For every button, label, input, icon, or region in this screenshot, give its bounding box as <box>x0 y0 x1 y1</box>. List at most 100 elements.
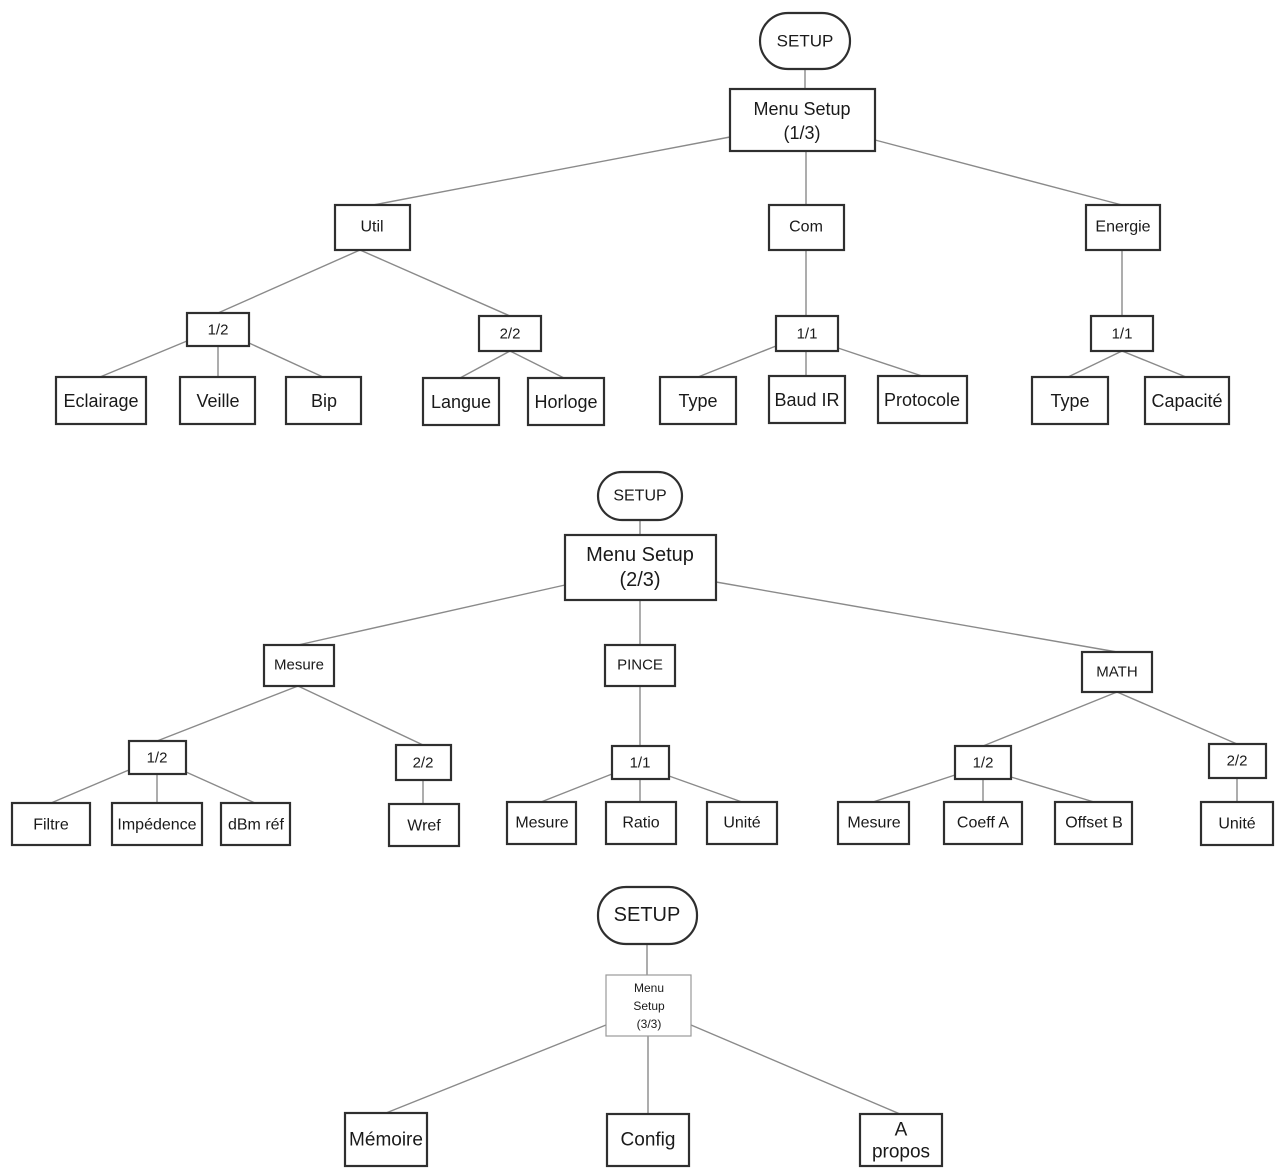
math-page-1-node: 1/2 <box>953 744 1013 781</box>
eclairage-label: Eclairage <box>63 391 138 411</box>
capacite-node: Capacité <box>1143 375 1231 426</box>
start-node-2-label: SETUP <box>613 488 666 505</box>
start-node: SETUP <box>758 11 852 71</box>
energie-node: Energie <box>1084 203 1162 252</box>
veille-label: Veille <box>196 391 239 411</box>
horloge-node: Horloge <box>526 376 606 427</box>
com-page-node: 1/1 <box>774 314 840 353</box>
mesure-label: Mesure <box>274 657 324 674</box>
menu-setup-3-label-line2: Setup <box>633 999 665 1013</box>
diagram-menu-setup-3: SETUP Menu Setup (3/3) Mémoire Config A … <box>343 885 944 1168</box>
memoire-node: Mémoire <box>343 1111 429 1168</box>
mesure-page-2-node: 2/2 <box>394 743 453 782</box>
math-page-2-label: 2/2 <box>1227 753 1248 770</box>
filtre-label: Filtre <box>33 817 69 834</box>
diagram-menu-setup-2: SETUP Menu Setup (2/3) Mesure PINCE MATH… <box>10 470 1275 848</box>
energie-page-node: 1/1 <box>1089 314 1155 353</box>
menu-setup-3-page: (3/3) <box>637 1017 662 1031</box>
protocole-label: Protocole <box>884 390 960 410</box>
config-node: Config <box>605 1112 691 1168</box>
com-page-label: 1/1 <box>797 326 818 343</box>
util-label: Util <box>360 219 383 236</box>
wref-node: Wref <box>387 802 461 848</box>
ratio-node: Ratio <box>604 800 678 846</box>
apropos-label-line1: A <box>895 1120 908 1141</box>
pince-page-label: 1/1 <box>630 755 651 772</box>
math-mesure-label: Mesure <box>847 815 900 832</box>
pince-mesure-node: Mesure <box>505 800 578 846</box>
math-page-2-node: 2/2 <box>1207 742 1268 780</box>
connectors-1 <box>99 70 1187 379</box>
energie-label: Energie <box>1095 219 1150 236</box>
com-node: Com <box>767 203 846 252</box>
start-node-2: SETUP <box>596 470 684 522</box>
menu-setup-3-label-line1: Menu <box>634 981 664 995</box>
wref-label: Wref <box>407 818 441 835</box>
apropos-label-line2: propos <box>872 1142 930 1163</box>
menu-setup-node: Menu Setup (1/3) <box>728 87 877 153</box>
connectors-2 <box>50 520 1238 804</box>
dbm-ref-node: dBm réf <box>219 801 292 847</box>
coeff-a-label: Coeff A <box>957 815 1010 832</box>
menu-setup-page: (1/3) <box>783 123 820 143</box>
dbm-ref-label: dBm réf <box>228 817 285 834</box>
util-page-1-node: 1/2 <box>185 311 251 348</box>
veille-node: Veille <box>178 375 257 426</box>
math-mesure-node: Mesure <box>836 800 911 846</box>
start-node-3: SETUP <box>596 885 699 946</box>
apropos-node: A propos <box>858 1112 944 1168</box>
menu-setup-2-page: (2/3) <box>619 569 660 591</box>
menu-setup-3-node: Menu Setup (3/3) <box>605 974 692 1037</box>
coeff-a-node: Coeff A <box>942 800 1024 846</box>
impedence-label: Impédence <box>117 817 196 834</box>
math-node: MATH <box>1080 650 1154 694</box>
bip-label: Bip <box>311 391 337 411</box>
energie-page-label: 1/1 <box>1112 326 1133 343</box>
langue-node: Langue <box>421 376 501 427</box>
baud-ir-node: Baud IR <box>767 374 847 425</box>
config-label: Config <box>621 1130 676 1151</box>
offset-b-node: Offset B <box>1053 800 1134 846</box>
offset-b-label: Offset B <box>1065 815 1123 832</box>
pince-node: PINCE <box>603 643 677 688</box>
mesure-node: Mesure <box>262 643 336 688</box>
start-node-label: SETUP <box>777 32 834 51</box>
mesure-page-1-node: 1/2 <box>127 739 188 776</box>
math-label: MATH <box>1096 664 1137 681</box>
horloge-label: Horloge <box>534 392 597 412</box>
ratio-label: Ratio <box>622 815 659 832</box>
util-page-1-label: 1/2 <box>208 322 229 339</box>
pince-label: PINCE <box>617 657 663 674</box>
energie-type-node: Type <box>1030 375 1110 426</box>
util-node: Util <box>333 203 412 252</box>
impedence-node: Impédence <box>110 801 204 847</box>
com-type-label: Type <box>678 391 717 411</box>
capacite-label: Capacité <box>1151 391 1222 411</box>
connectors-3 <box>385 944 901 1115</box>
pince-page-node: 1/1 <box>610 744 671 781</box>
protocole-node: Protocole <box>876 374 969 425</box>
math-unite-label: Unité <box>1218 816 1255 833</box>
mesure-page-1-label: 1/2 <box>147 750 168 767</box>
pince-unite-node: Unité <box>705 800 779 846</box>
memoire-label: Mémoire <box>349 1130 423 1151</box>
mesure-page-2-label: 2/2 <box>413 755 434 772</box>
com-label: Com <box>789 219 823 236</box>
start-node-3-label: SETUP <box>614 904 681 926</box>
util-page-2-label: 2/2 <box>500 326 521 343</box>
math-unite-node: Unité <box>1199 800 1275 847</box>
menu-setup-2-node: Menu Setup (2/3) <box>563 533 718 602</box>
diagram-menu-setup-1: SETUP Menu Setup (1/3) Util Com Energie … <box>54 11 1231 427</box>
eclairage-node: Eclairage <box>54 375 148 426</box>
pince-mesure-label: Mesure <box>515 815 568 832</box>
com-type-node: Type <box>658 375 738 426</box>
menu-setup-2-label: Menu Setup <box>586 544 694 566</box>
util-page-2-node: 2/2 <box>477 314 543 353</box>
filtre-node: Filtre <box>10 801 92 847</box>
energie-type-label: Type <box>1050 391 1089 411</box>
baud-ir-label: Baud IR <box>774 390 839 410</box>
pince-unite-label: Unité <box>723 815 760 832</box>
bip-node: Bip <box>284 375 363 426</box>
math-page-1-label: 1/2 <box>973 755 994 772</box>
